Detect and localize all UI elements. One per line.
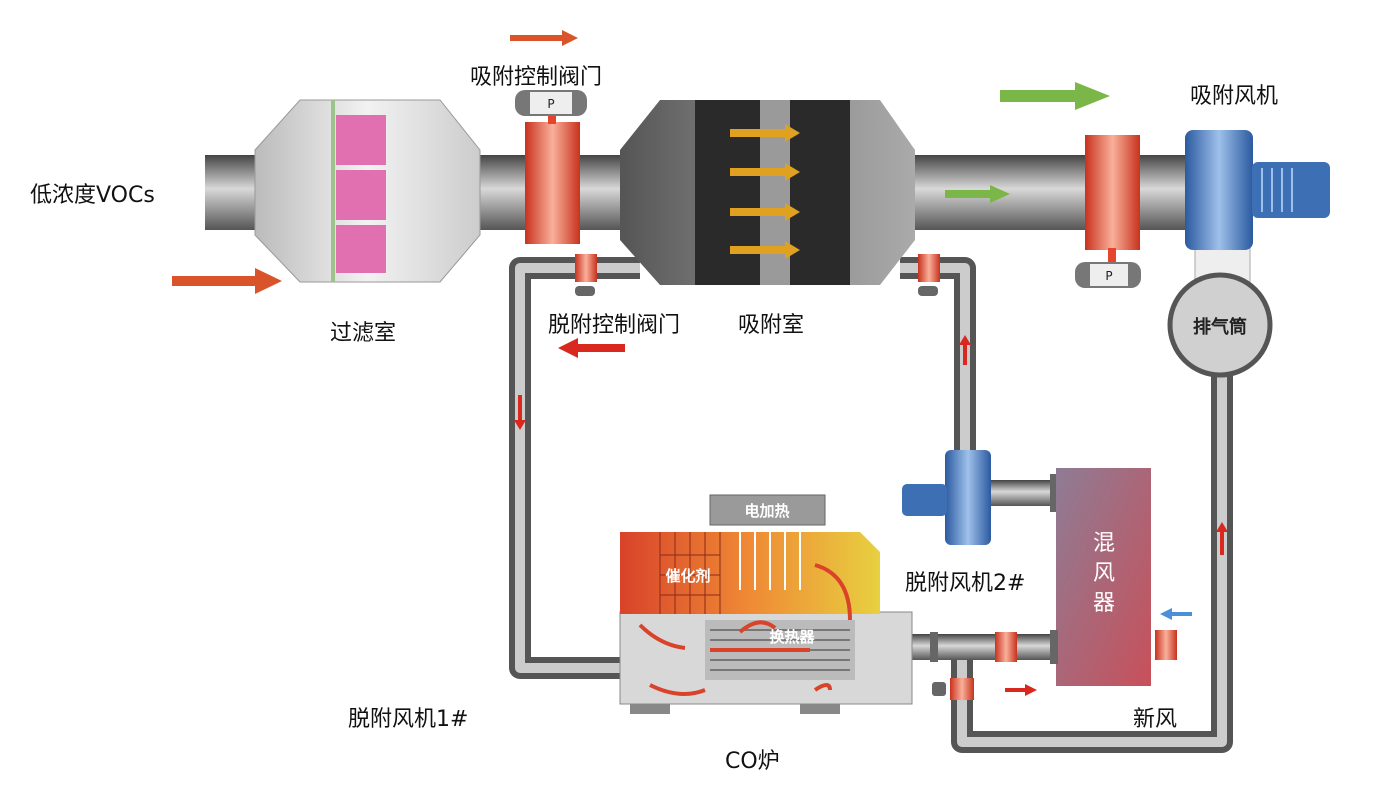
arrow-right-icon xyxy=(1005,684,1037,696)
adsorption-chamber xyxy=(620,100,915,285)
valve-actuator-label: P xyxy=(1105,269,1112,283)
filter-chamber xyxy=(254,99,481,283)
co-furnace: 电加热 催化剂 换热器 xyxy=(619,494,913,714)
adsorption-valve-label: 吸附控制阀门 xyxy=(470,65,602,90)
arrow-right-icon xyxy=(1000,82,1110,110)
filter-media xyxy=(336,115,386,165)
valve-actuator-label: P xyxy=(547,97,554,111)
mixer-inlet-valve[interactable] xyxy=(930,630,1058,700)
exhaust-valve[interactable]: P xyxy=(1075,135,1141,288)
filter-chamber-label: 过滤室 xyxy=(330,321,396,346)
adsorption-fan-label: 吸附风机 xyxy=(1190,84,1278,109)
fresh-air-label: 新风 xyxy=(1133,707,1177,732)
desorption-fan-2[interactable] xyxy=(902,450,1060,545)
desorption-fan-2-label: 脱附风机2# xyxy=(905,571,1025,596)
filter-media xyxy=(336,225,386,273)
catalyst-label: 催化剂 xyxy=(665,567,710,585)
arrow-right-icon xyxy=(510,30,578,46)
fresh-air-valve[interactable] xyxy=(1155,630,1177,660)
exhaust-stack-label: 排气筒 xyxy=(1193,316,1247,338)
adsorption-fan[interactable] xyxy=(1185,130,1330,296)
adsorption-valve[interactable]: P xyxy=(515,90,587,244)
flow-arrows xyxy=(172,30,1228,696)
arrow-down-icon xyxy=(514,395,526,430)
desorption-valve-label: 脱附控制阀门 xyxy=(548,313,680,338)
mixer-label: 器 xyxy=(1093,591,1115,616)
electric-heater: 电加热 xyxy=(709,494,826,590)
electric-heating-label: 电加热 xyxy=(744,502,789,520)
furnace-flow-arrows xyxy=(638,563,852,696)
exhaust-stack: 排气筒 xyxy=(1167,272,1273,378)
arrow-right-icon xyxy=(945,185,1010,203)
desorption-outlet-valve[interactable] xyxy=(918,254,940,296)
desorption-fan-1-label: 脱附风机1# xyxy=(348,707,468,732)
filter-media xyxy=(336,170,386,220)
adsorption-chamber-label: 吸附室 xyxy=(738,313,804,338)
mixer-label: 混 xyxy=(1093,531,1115,556)
heat-exchanger-label: 换热器 xyxy=(769,628,815,646)
co-furnace-label: CO炉 xyxy=(725,749,780,774)
arrow-left-icon xyxy=(558,338,625,358)
arrow-up-icon xyxy=(1216,522,1228,555)
inlet-label: 低浓度VOCs xyxy=(30,183,155,208)
flow-arrows-adsorber xyxy=(730,124,800,259)
arrow-right-icon xyxy=(172,268,282,294)
desorption-valve[interactable] xyxy=(575,254,597,296)
mixer-label: 风 xyxy=(1093,561,1115,586)
mixer: 混 风 器 xyxy=(1056,468,1151,686)
arrow-left-icon xyxy=(1160,608,1192,620)
arrow-up-icon xyxy=(959,335,971,365)
